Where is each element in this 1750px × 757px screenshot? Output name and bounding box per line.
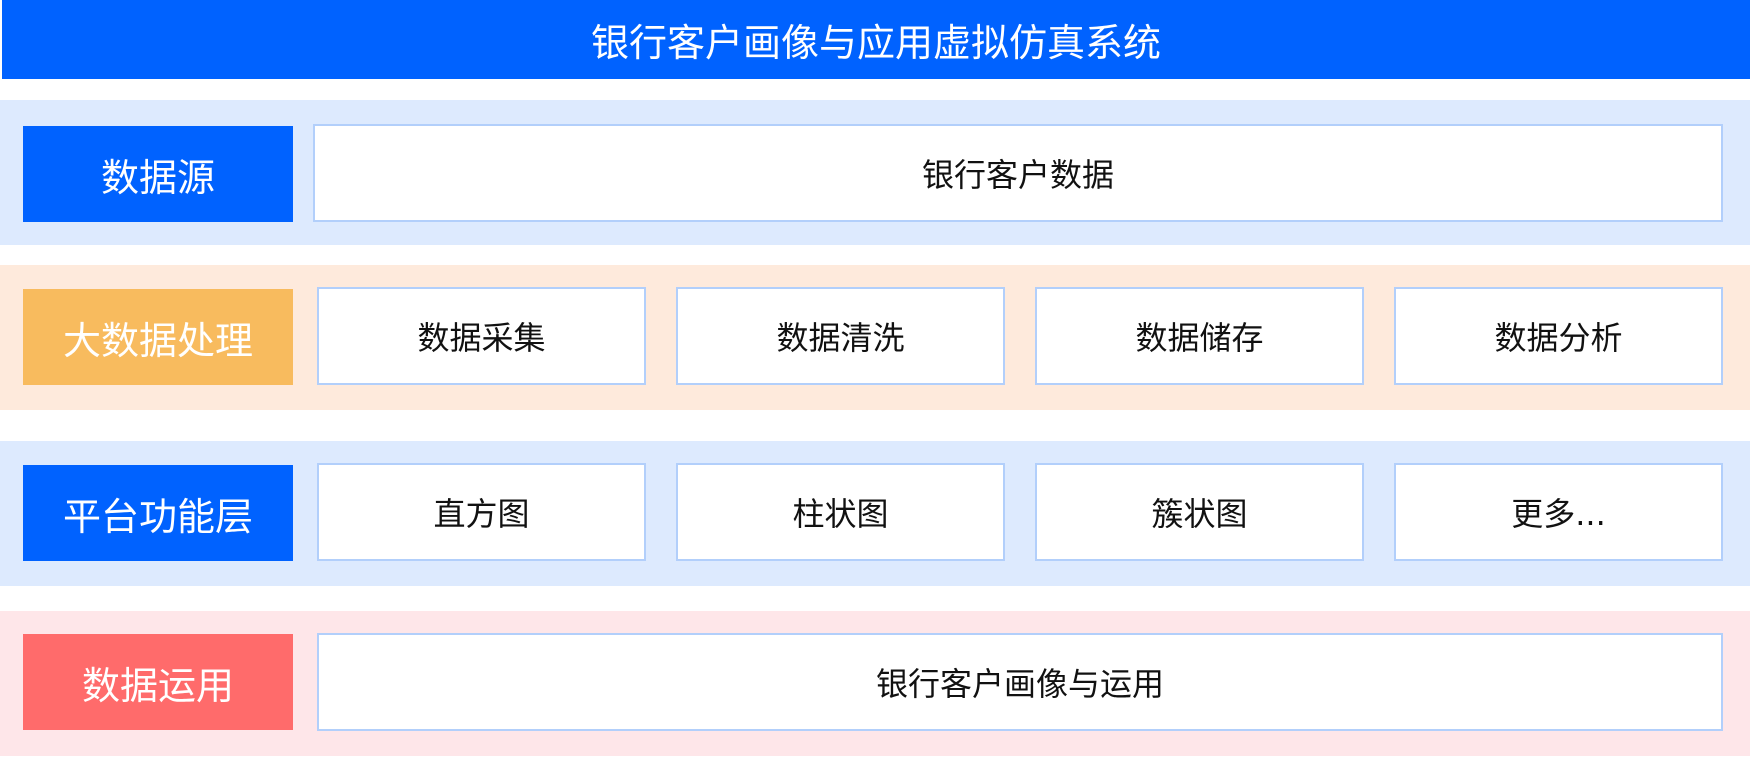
layer-label-big-data-processing: 大数据处理 <box>23 289 293 385</box>
node-bar-chart: 柱状图 <box>676 463 1005 561</box>
node-data-cleaning: 数据清洗 <box>676 287 1005 385</box>
node-customer-portrait-application: 银行客户画像与运用 <box>317 633 1723 731</box>
node-data-storage: 数据储存 <box>1035 287 1364 385</box>
node-data-analysis: 数据分析 <box>1394 287 1723 385</box>
node-data-collection: 数据采集 <box>317 287 646 385</box>
diagram-title: 银行客户画像与应用虚拟仿真系统 <box>2 0 1750 79</box>
layer-data-application: 数据运用 银行客户画像与运用 <box>0 611 1750 756</box>
layer-label-data-application: 数据运用 <box>23 634 293 730</box>
layer-data-source: 数据源 银行客户数据 <box>0 100 1750 245</box>
node-bank-customer-data: 银行客户数据 <box>313 124 1723 222</box>
node-more: 更多... <box>1394 463 1723 561</box>
node-histogram: 直方图 <box>317 463 646 561</box>
layer-label-platform-functions: 平台功能层 <box>23 465 293 561</box>
layer-label-data-source: 数据源 <box>23 126 293 222</box>
node-clustered-chart: 簇状图 <box>1035 463 1364 561</box>
layer-platform-functions: 平台功能层 直方图 柱状图 簇状图 更多... <box>0 441 1750 586</box>
layer-big-data-processing: 大数据处理 数据采集 数据清洗 数据储存 数据分析 <box>0 265 1750 410</box>
